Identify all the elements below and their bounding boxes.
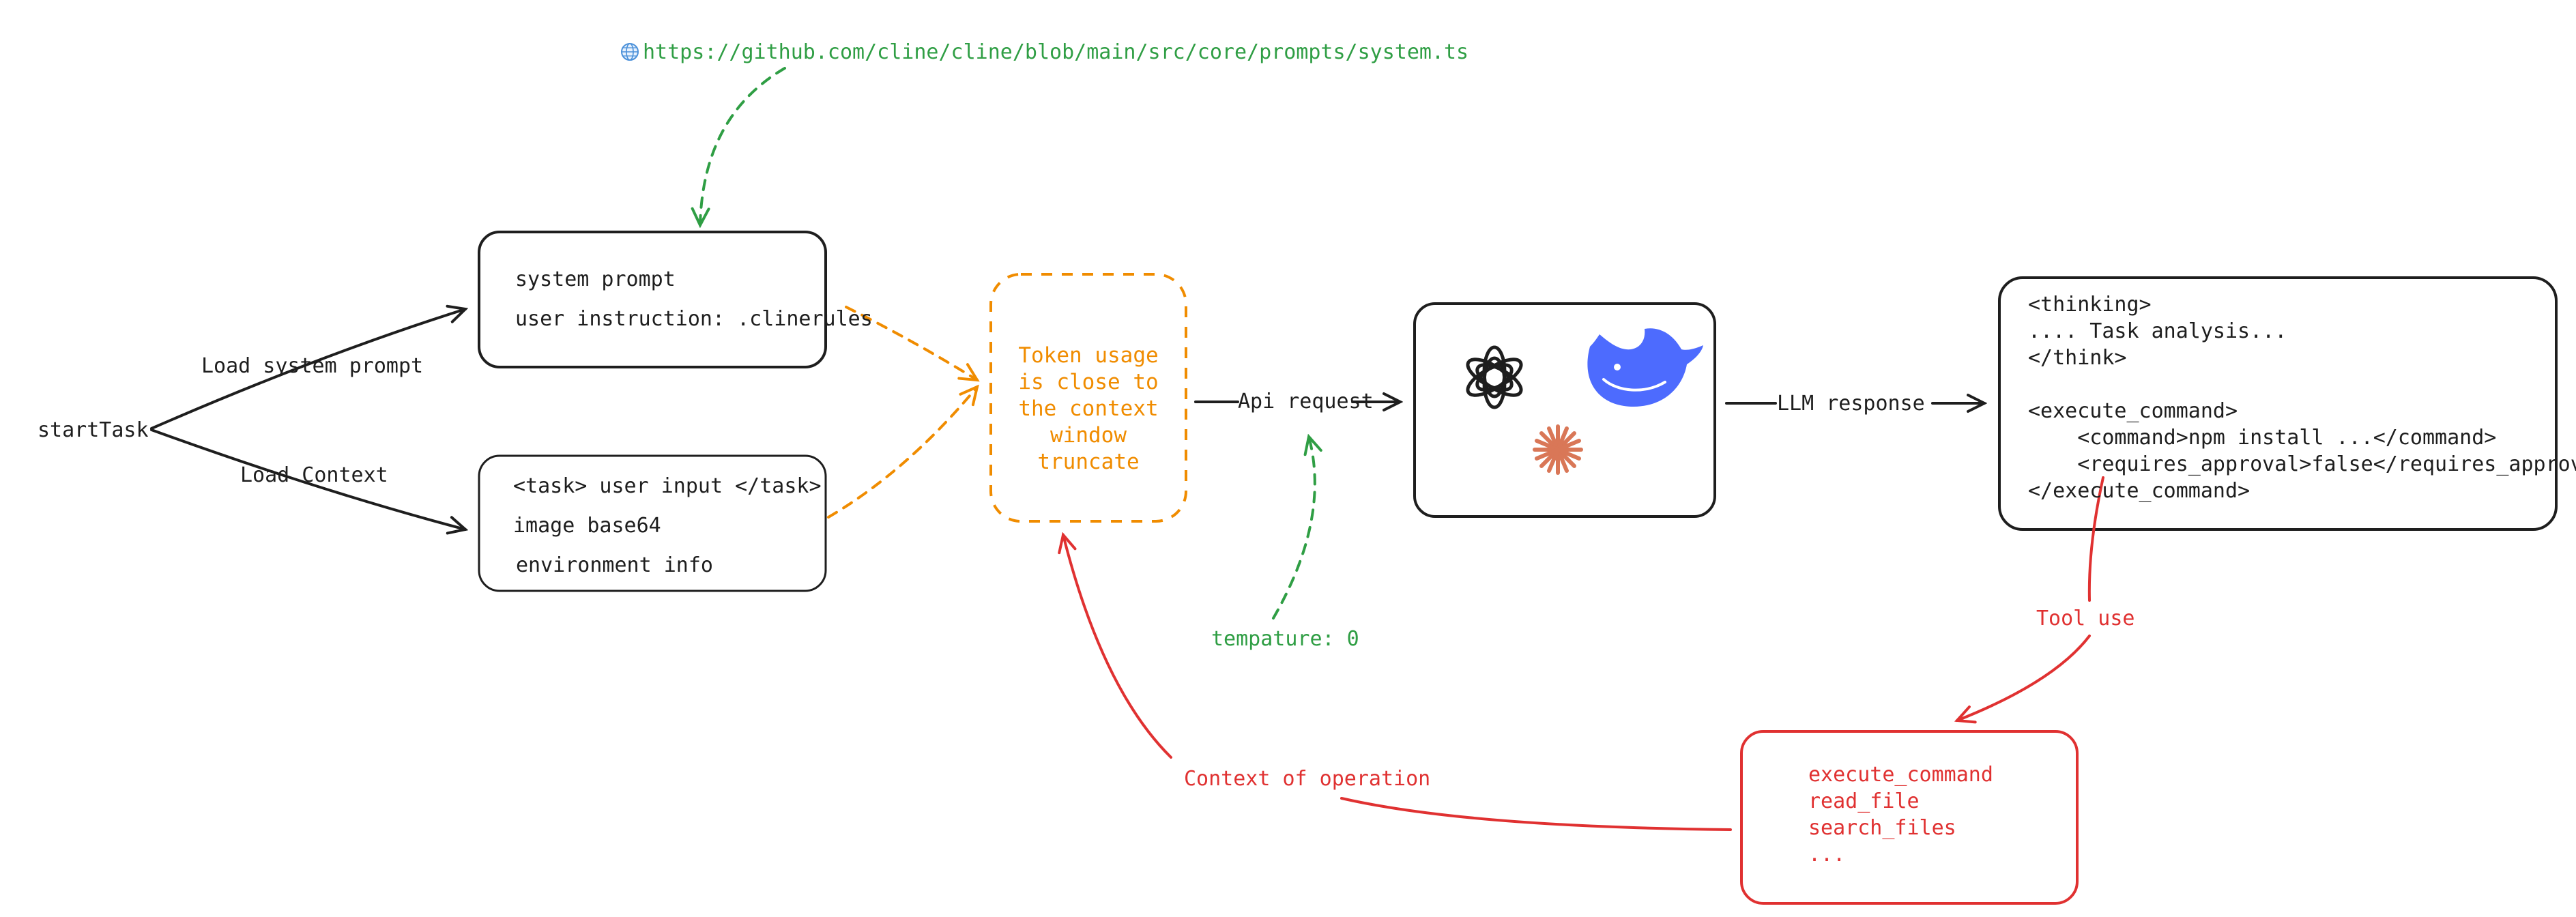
label-llm-response: LLM response xyxy=(1777,392,1925,416)
response-line: <thinking> xyxy=(2028,293,2152,317)
token-truncate-box xyxy=(989,273,1187,523)
prompt-line: user instruction: .clinerules xyxy=(515,307,873,331)
tools-list: execute_command read_file search_files .… xyxy=(1808,761,1993,868)
globe-icon xyxy=(621,43,639,61)
response-line: </think> xyxy=(2028,346,2127,370)
tool-item: execute_command xyxy=(1808,763,1993,787)
edge-context-of-operation-left xyxy=(1063,535,1172,759)
edge-load-context xyxy=(150,428,465,529)
label-tool-use: Tool use xyxy=(2036,607,2135,630)
label-temperature: tempature: 0 xyxy=(1211,627,1359,651)
edge-context-to-token xyxy=(827,387,977,519)
edge-temperature xyxy=(1272,437,1315,620)
context-line: <task> user input </task> xyxy=(513,474,822,498)
context-line: image base64 xyxy=(513,514,661,538)
context-box-text: <task> user input </task> image base64 e… xyxy=(513,467,822,585)
tool-item: ... xyxy=(1808,843,1846,867)
edge-source-link xyxy=(700,67,786,225)
start-task-node: startTask xyxy=(38,418,149,442)
source-link[interactable]: https://github.com/cline/cline/blob/main… xyxy=(620,40,1468,66)
response-line: .... Task analysis... xyxy=(2028,319,2287,343)
source-link-text: https://github.com/cline/cline/blob/main… xyxy=(643,40,1469,64)
system-prompt-box-text: system prompt user instruction: .clineru… xyxy=(515,260,873,339)
llm-response-box xyxy=(1998,276,2558,531)
claude-starburst-icon xyxy=(1533,424,1583,475)
tool-item: search_files xyxy=(1808,816,1956,840)
deepseek-whale-icon xyxy=(1587,328,1703,407)
context-line: environment info xyxy=(516,553,713,577)
response-line xyxy=(2028,371,2576,398)
label-context-of-operation: Context of operation xyxy=(1184,767,1431,791)
edge-tool-use-bottom xyxy=(1957,635,2091,720)
openai-logo-icon xyxy=(1466,345,1523,409)
tools-box xyxy=(1740,730,2079,905)
response-line: <execute_command> xyxy=(2028,399,2238,423)
label-load-context: Load Context xyxy=(240,463,388,487)
response-line: <command>npm install ...</command> xyxy=(2028,426,2497,450)
edge-load-system-prompt xyxy=(150,309,465,430)
edge-tool-use-top xyxy=(2087,476,2104,602)
response-line: </execute_command> xyxy=(2028,479,2251,503)
edge-prompt-to-token xyxy=(845,306,977,380)
edge-context-of-operation-right xyxy=(1340,797,1732,831)
prompt-line: system prompt xyxy=(515,267,676,291)
token-truncate-text: Token usage is close to the context wind… xyxy=(1018,343,1159,474)
label-load-system-prompt: Load system prompt xyxy=(201,354,424,378)
response-line: <requires_approval>false</requires_appro… xyxy=(2028,452,2576,476)
label-api-request: Api request xyxy=(1238,390,1374,413)
llm-response-text: <thinking> .... Task analysis... </think… xyxy=(2028,291,2576,504)
context-box xyxy=(478,454,827,592)
tool-item: read_file xyxy=(1808,789,1920,813)
llm-providers-box xyxy=(1413,302,1716,518)
system-prompt-box xyxy=(478,231,827,368)
